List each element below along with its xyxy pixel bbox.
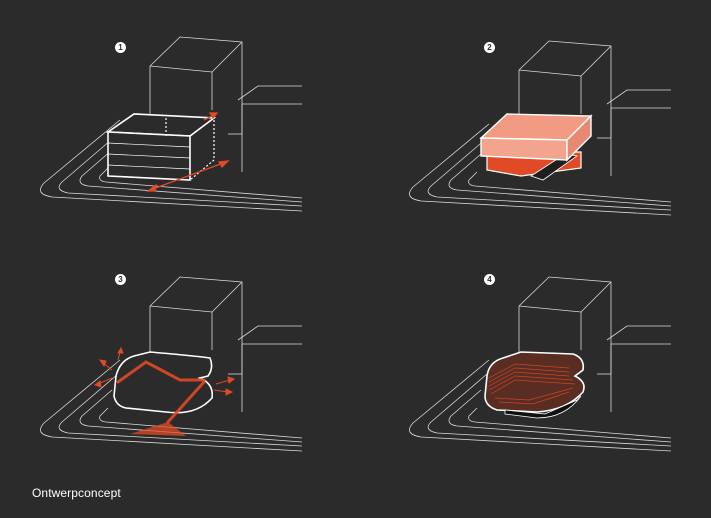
step-badge-2: 2: [484, 42, 495, 53]
panel-3: [40, 276, 303, 452]
move-arrow: [146, 112, 230, 192]
caption: Ontwerpconcept: [32, 486, 121, 500]
curved-volume: [113, 351, 214, 414]
routing-glow: [130, 422, 186, 436]
panel-4: [409, 276, 672, 452]
direction-arrows: [93, 346, 236, 396]
step-badge-3: 3: [115, 274, 126, 285]
routing-arrows: [116, 360, 206, 424]
panel-2: [409, 40, 672, 216]
step-badge-1: 1: [115, 42, 126, 53]
step-badge-4: 4: [484, 274, 495, 285]
shifted-volumes: [479, 113, 593, 181]
final-volume: [484, 351, 585, 419]
massing-block: [105, 113, 217, 181]
panel-1: [40, 36, 303, 212]
